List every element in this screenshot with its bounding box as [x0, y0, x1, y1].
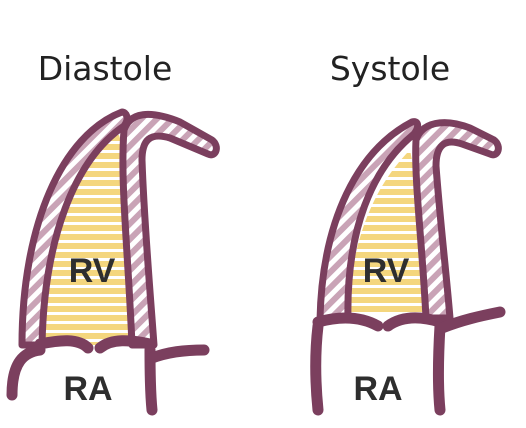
systole-valve-right — [382, 312, 446, 332]
systole-septum-wall — [412, 119, 502, 322]
systole-ra-label: RA — [353, 370, 402, 408]
systole-rv-cavity — [348, 150, 430, 312]
diastole-free-wall — [18, 108, 131, 349]
diastole-valve-right — [94, 335, 156, 354]
diastole-rv-label: RV — [69, 252, 116, 290]
systole-ra-right-wall — [433, 320, 446, 416]
diastole-valve-left — [34, 335, 94, 354]
systole-ra-left-wall — [310, 320, 324, 416]
diastole-ra-left-wall — [6, 344, 46, 401]
systole-title: Systole — [330, 49, 450, 88]
diastole-title: Diastole — [38, 49, 173, 88]
diastole-panel: Diastole RV RA — [6, 49, 220, 416]
systole-free-wall — [316, 118, 422, 324]
systole-rv-label: RV — [363, 252, 410, 290]
systole-ra-outflow — [436, 306, 506, 334]
diastole-ra-outflow — [146, 344, 210, 364]
systole-valve-left — [312, 312, 384, 332]
diastole-septum-wall — [119, 110, 220, 349]
diastole-ra-label: RA — [63, 370, 112, 408]
systole-panel: Systole RV RA — [310, 49, 506, 416]
